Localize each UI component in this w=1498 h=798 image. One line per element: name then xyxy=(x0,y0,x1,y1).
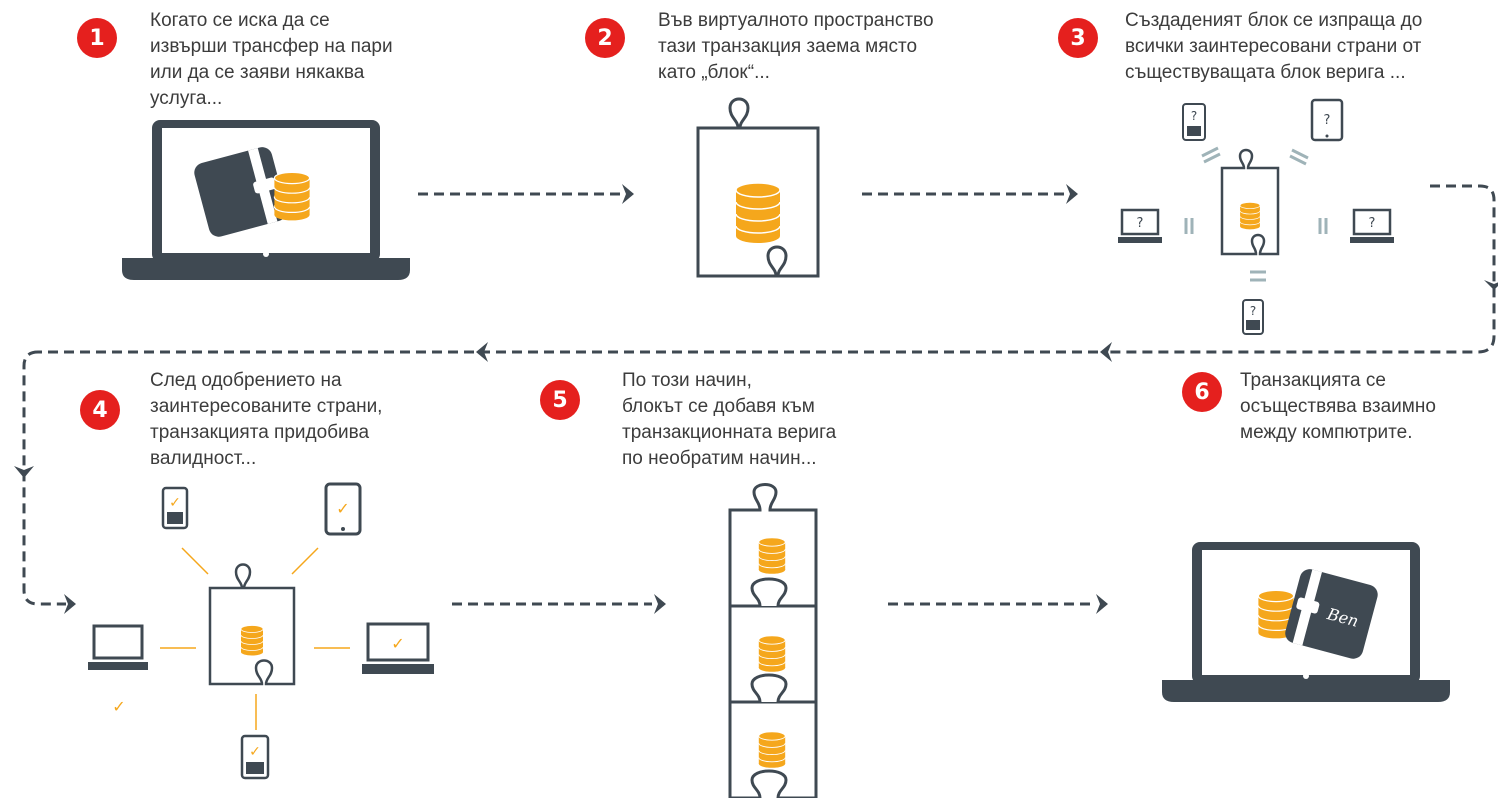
question-mark: ? xyxy=(1324,113,1331,128)
step-2-line: тази транзакция заема място xyxy=(658,36,918,57)
check-mark: ✓ xyxy=(336,499,349,518)
coin-stack-icon xyxy=(758,731,786,769)
phone-check-icon: ✓ xyxy=(161,486,189,530)
step-4-line: валидност... xyxy=(150,448,257,469)
step-5-line: транзакционната верига xyxy=(622,422,837,443)
arrowhead-icon xyxy=(1484,280,1498,290)
laptop-question-icon: ? xyxy=(1118,208,1162,243)
dashed-connector xyxy=(1110,184,1496,354)
step-1-line: Когато се иска да се xyxy=(150,10,330,31)
step-4-line: транзакцията придобива xyxy=(150,422,370,443)
check-mark: ✓ xyxy=(391,634,404,653)
tablet-question-icon: ? xyxy=(1310,98,1344,142)
step-5-text: По този начин, блокът се добавя към тран… xyxy=(622,368,836,472)
step-1-badge: 1 xyxy=(77,18,117,58)
step-3-badge: 3 xyxy=(1058,18,1098,58)
arrowhead-icon xyxy=(654,594,666,614)
question-mark: ? xyxy=(1250,304,1256,318)
step-4-badge: 4 xyxy=(80,390,120,430)
check-mark: ✓ xyxy=(112,697,125,716)
step-3-text: Създаденият блок се изпраща до всички за… xyxy=(1125,8,1422,86)
question-mark: ? xyxy=(1137,216,1144,231)
step-5-line: по необратим начин... xyxy=(622,448,817,469)
step-3-line: всички заинтересовани страни от xyxy=(1125,36,1422,57)
step-5-line: блокът се добавя към xyxy=(622,396,815,417)
step-2-line: Във виртуалното пространство xyxy=(658,10,934,31)
step-1-line: извърши трансфер на пари xyxy=(150,36,393,57)
laptop-wallet-ben-icon: Ben xyxy=(1162,542,1450,702)
arrowhead-icon xyxy=(1100,342,1112,362)
arrowhead-icon xyxy=(14,466,34,478)
approval-arrows xyxy=(160,547,350,730)
step-2-badge: 2 xyxy=(585,18,625,58)
step-5-badge: 5 xyxy=(540,380,580,420)
step-6-line: между компютрите. xyxy=(1240,422,1413,443)
step-4-line: заинтересованите страни, xyxy=(150,396,383,417)
laptop-check-icon: ✓ xyxy=(362,622,434,674)
dashed-connector xyxy=(22,350,66,606)
step-1-text: Когато се иска да се извърши трансфер на… xyxy=(150,8,393,112)
block-chain-icon xyxy=(728,483,818,798)
step-4-line: След одобрението на xyxy=(150,370,342,391)
signal-lines xyxy=(1184,146,1328,282)
step-4-text: След одобрението на заинтересованите стр… xyxy=(150,368,382,472)
step-2-line: като „блок“... xyxy=(658,62,770,83)
step-6-text: Транзакцията се осъществява взаимно межд… xyxy=(1240,368,1436,446)
coin-stack-icon xyxy=(758,537,786,575)
coin-stack-icon xyxy=(758,635,786,673)
phone-question-icon: ? xyxy=(1182,103,1206,141)
step-3-line: съществуващата блок верига ... xyxy=(1125,62,1406,83)
question-mark: ? xyxy=(1369,216,1376,231)
phone-check-icon: ✓ xyxy=(240,734,270,780)
question-mark: ? xyxy=(1191,109,1197,123)
step-2-text: Във виртуалното пространство тази транза… xyxy=(658,8,934,86)
step-1-line: или да се заяви някаква xyxy=(150,62,365,83)
puzzle-block-icon xyxy=(696,97,820,278)
approval-cluster: ✓ ✓ ✓ ✓ ✓ xyxy=(88,482,434,780)
laptop-icon xyxy=(88,624,148,670)
broadcast-cluster: ? ? ? ? ? xyxy=(1118,98,1394,335)
arrowhead-icon xyxy=(1066,184,1078,204)
step-6-badge: 6 xyxy=(1182,372,1222,412)
step-3-line: Създаденият блок се изпраща до xyxy=(1125,10,1423,31)
phone-question-icon: ? xyxy=(1242,299,1264,335)
check-mark: ✓ xyxy=(169,495,181,511)
check-mark: ✓ xyxy=(249,744,261,760)
laptop-wallet-icon xyxy=(122,120,410,280)
laptop-question-icon: ? xyxy=(1350,208,1394,243)
step-5-line: По този начин, xyxy=(622,370,752,391)
tablet-check-icon: ✓ xyxy=(324,482,362,536)
arrowhead-icon xyxy=(476,342,488,362)
step-6-line: осъществява взаимно xyxy=(1240,396,1436,417)
arrowhead-icon xyxy=(622,184,634,204)
arrowhead-icon xyxy=(1096,594,1108,614)
step-6-line: Транзакцията се xyxy=(1240,370,1386,391)
step-1-line: услуга... xyxy=(150,88,223,109)
